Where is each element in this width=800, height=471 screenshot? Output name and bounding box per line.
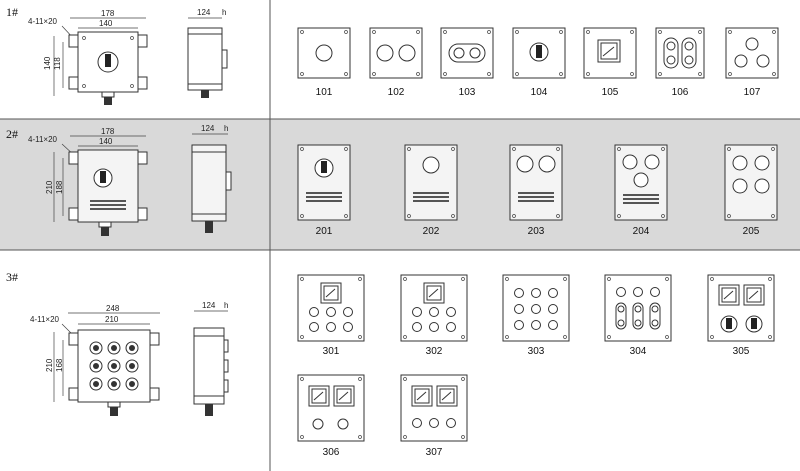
row-3-side-view: 124 h (193, 301, 229, 416)
model-label: 305 (733, 346, 750, 357)
dim-depth: 124 (201, 124, 215, 133)
model-label: 306 (323, 447, 340, 458)
model-303: 303 (502, 274, 570, 357)
dim-width-inner: 210 (105, 315, 119, 324)
model-105: 105 (583, 27, 637, 98)
model-304: 304 (604, 274, 672, 357)
model-label: 301 (323, 346, 340, 357)
model-label: 202 (423, 226, 440, 237)
dim-height-inner: 188 (55, 180, 64, 194)
model-label: 101 (316, 87, 333, 98)
model-302: 302 (400, 274, 468, 357)
dim-width-inner: 140 (99, 137, 113, 146)
model-301: 301 (297, 274, 365, 357)
model-101: 101 (297, 27, 351, 98)
row-1-side-view: 124 h (187, 8, 228, 98)
row-label-2: 2# (6, 127, 18, 141)
dim-h: h (222, 8, 226, 17)
dim-width-outer: 178 (101, 127, 115, 136)
model-104: 104 (512, 27, 566, 98)
model-label: 104 (531, 87, 548, 98)
row-label-3: 3# (6, 270, 18, 284)
model-205: 205 (724, 144, 778, 237)
model-307: 307 (400, 374, 468, 458)
model-202: 202 (404, 144, 458, 237)
dim-height-outer: 210 (45, 180, 54, 194)
hole-note: 4-11×20 (28, 135, 58, 144)
model-label: 307 (426, 447, 443, 458)
model-306: 306 (297, 374, 365, 458)
dim-width-inner: 140 (99, 19, 113, 28)
hole-note: 4-11×20 (28, 17, 58, 26)
model-label: 201 (316, 226, 333, 237)
row-1-front-view: 4-11×20 178 140 140 118 (28, 9, 148, 105)
model-label: 105 (602, 87, 619, 98)
model-305: 305 (707, 274, 775, 357)
model-103: 103 (440, 27, 494, 98)
model-106: 106 (655, 27, 705, 98)
model-201: 201 (297, 144, 351, 237)
dim-h: h (224, 301, 228, 310)
model-203: 203 (509, 144, 563, 237)
model-label: 204 (633, 226, 650, 237)
model-label: 205 (743, 226, 760, 237)
row-2-front-view: 4-11×20 178 140 210 188 (28, 127, 148, 236)
dim-width-outer: 178 (101, 9, 115, 18)
hole-note: 4-11×20 (30, 315, 60, 324)
row-label-1: 1# (6, 5, 18, 19)
dim-depth: 124 (202, 301, 216, 310)
model-107: 107 (725, 27, 779, 98)
model-102: 102 (369, 27, 423, 98)
model-label: 102 (388, 87, 405, 98)
model-label: 203 (528, 226, 545, 237)
model-label: 106 (672, 87, 689, 98)
dim-height-outer: 210 (45, 358, 54, 372)
row-3-front-view: 4-11×20 248 210 210 168 (30, 304, 160, 416)
model-label: 303 (528, 346, 545, 357)
dim-height-inner: 118 (53, 57, 62, 70)
model-204: 204 (614, 144, 668, 237)
dim-width-outer: 248 (106, 304, 120, 313)
model-label: 107 (744, 87, 761, 98)
model-label: 103 (459, 87, 476, 98)
model-label: 304 (630, 346, 647, 357)
dim-h: h (224, 124, 228, 133)
dim-depth: 124 (197, 8, 211, 17)
model-label: 302 (426, 346, 443, 357)
dim-height-inner: 168 (55, 358, 64, 372)
row-2-side-view: 124 h (191, 124, 232, 233)
dim-height-outer: 140 (43, 56, 52, 70)
